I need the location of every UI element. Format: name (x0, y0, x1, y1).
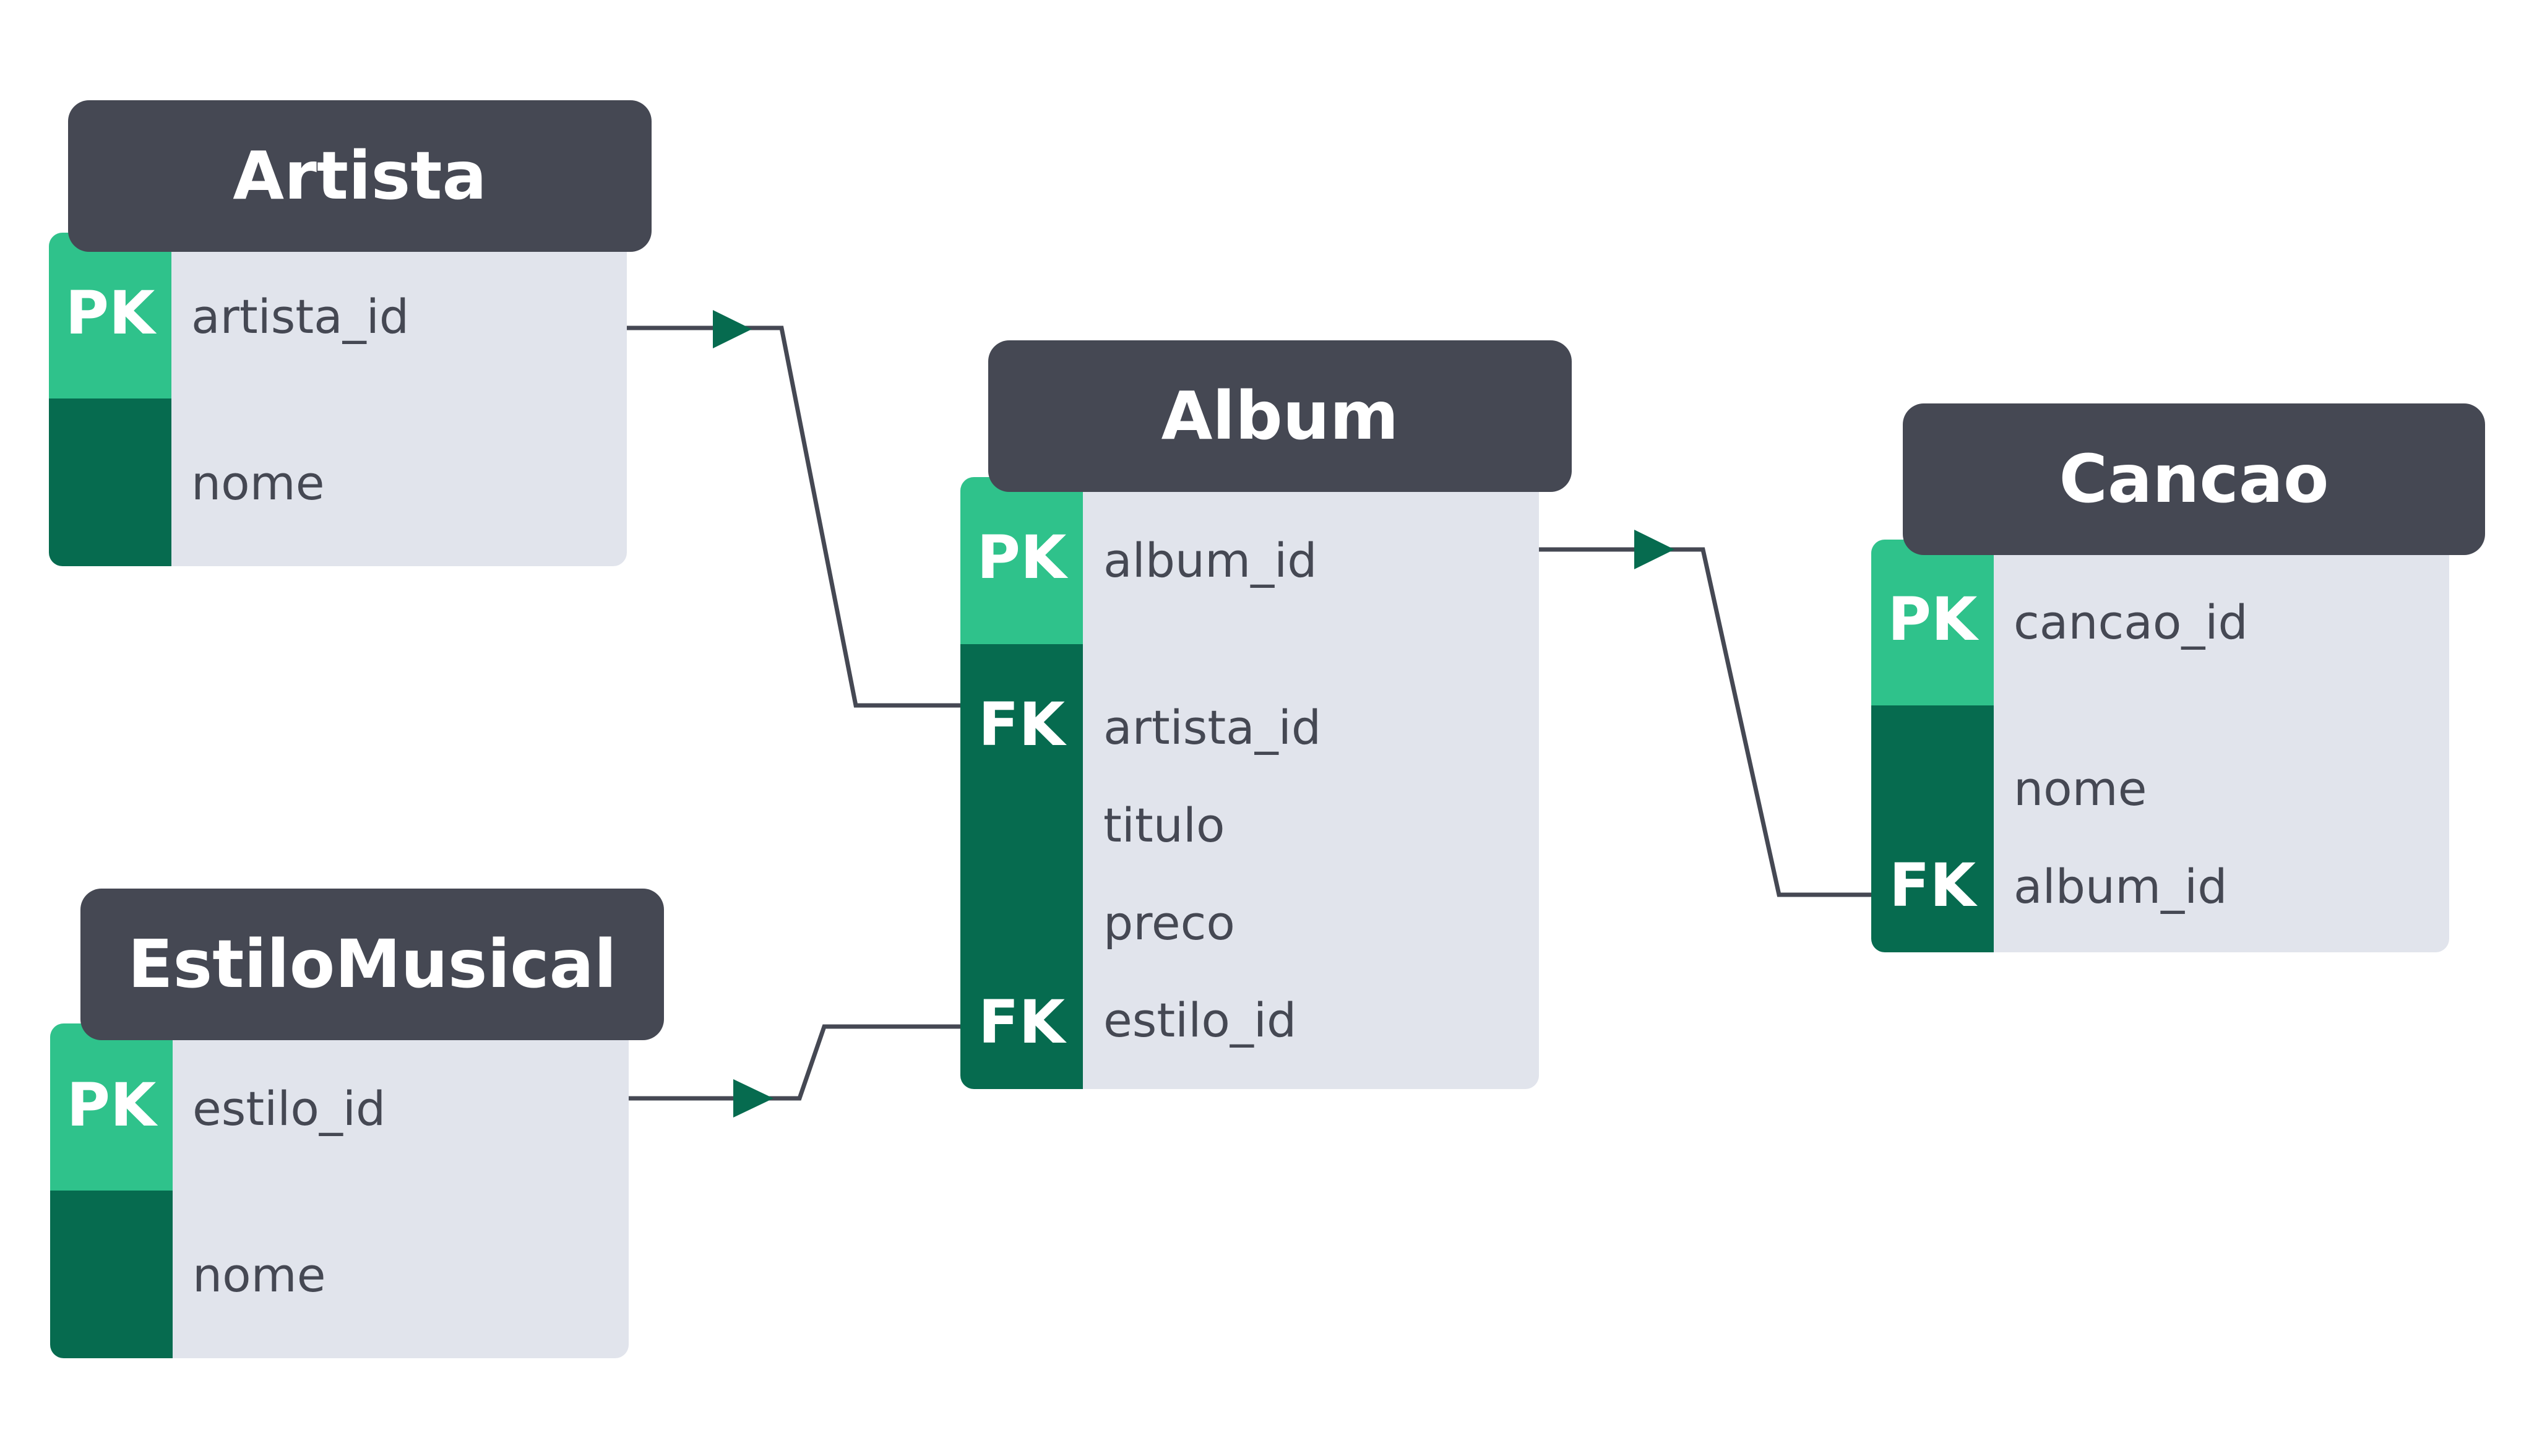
album-pk-label: PK (976, 523, 1067, 592)
connector-album-cancao (1539, 547, 1875, 897)
artista-key-column (49, 233, 171, 566)
cancao-key-column (1871, 540, 1994, 952)
estilo-title: EstiloMusical (127, 926, 617, 1003)
arrow-artista-album (713, 310, 752, 348)
arrow-estilo-album (733, 1079, 773, 1118)
album-fk-label-estilo: FK (978, 988, 1065, 1057)
artista-title: Artista (233, 137, 487, 215)
estilo-key-column (50, 1023, 173, 1358)
album-field-estilo-id: estilo_id (1103, 993, 1297, 1048)
estilo-field-nome: nome (192, 1247, 326, 1303)
artista-header: Artista (68, 100, 652, 252)
cancao-field-nome: nome (2014, 761, 2147, 816)
cancao-header: Cancao (1903, 403, 2485, 555)
cancao-field-cancao-id: cancao_id (2014, 595, 2248, 650)
connector-artista-album (627, 325, 963, 708)
cancao-title: Cancao (2059, 441, 2329, 518)
estilo-field-estilo-id: estilo_id (192, 1081, 386, 1136)
album-title: Album (1161, 377, 1399, 455)
album-fk-label-artista: FK (978, 690, 1065, 759)
cancao-fk-label: FK (1889, 851, 1976, 920)
cancao-field-album-id: album_id (2014, 859, 2228, 914)
artista-field-artista-id: artista_id (191, 289, 410, 344)
connector-estilo-album (629, 1024, 963, 1101)
album-key-column (960, 477, 1083, 1089)
estilo-pk-label: PK (66, 1070, 157, 1140)
album-field-artista-id: artista_id (1103, 700, 1322, 755)
album-field-preco: preco (1103, 895, 1235, 950)
estilo-header: EstiloMusical (80, 889, 664, 1040)
album-field-titulo: titulo (1103, 798, 1225, 853)
album-field-album-id: album_id (1103, 533, 1317, 588)
arrow-album-cancao (1634, 530, 1674, 569)
artista-pk-label: PK (65, 278, 155, 348)
cancao-pk-label: PK (1887, 585, 1978, 654)
artista-field-nome: nome (191, 455, 325, 510)
album-header: Album (988, 340, 1572, 492)
